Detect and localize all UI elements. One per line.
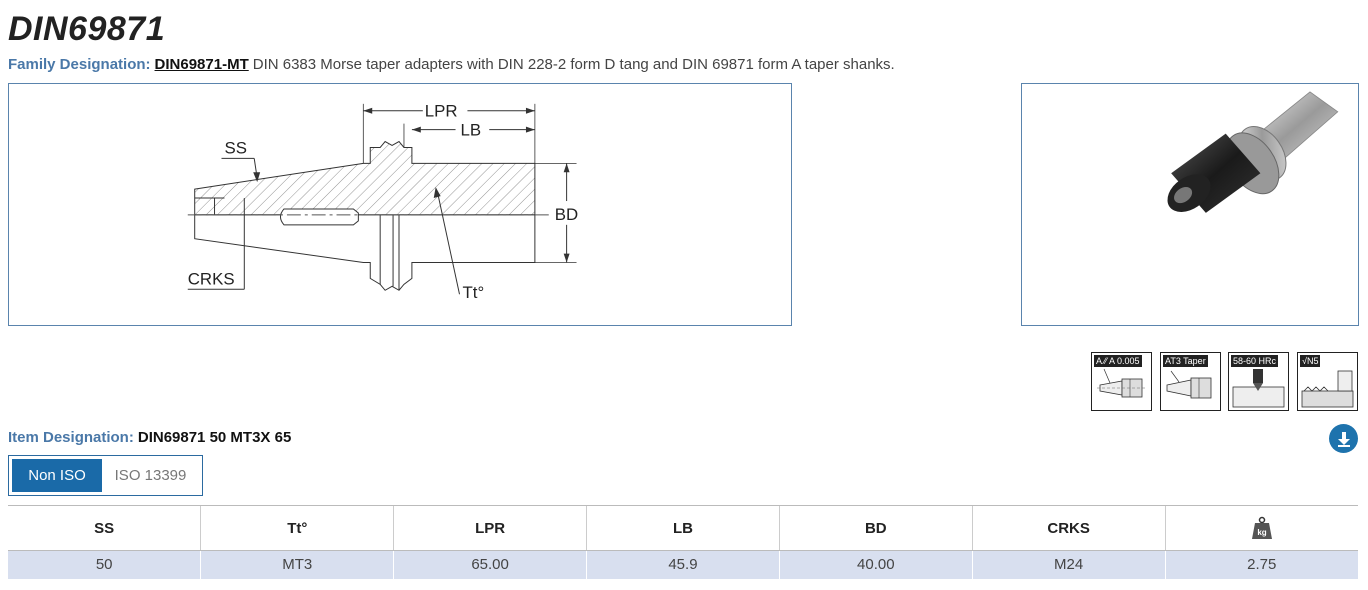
hardness-icon <box>1232 369 1285 408</box>
ss-dim-label: SS <box>224 138 247 157</box>
runout-badge: A ⁄⁄ A 0.005 <box>1091 352 1152 411</box>
technical-drawing: LPR LB BD SS CRKS Tt° <box>8 83 792 326</box>
bd-dim-label: BD <box>555 205 578 224</box>
family-description: DIN 6383 Morse taper adapters with DIN 2… <box>252 56 895 73</box>
download-icon <box>1337 431 1350 447</box>
crks-dim-label: CRKS <box>188 269 235 288</box>
tt-dim-label: Tt° <box>462 283 484 302</box>
tab-non-iso[interactable]: Non ISO <box>12 459 102 492</box>
hardness-badge-header: 58-60 HRc <box>1231 355 1279 367</box>
lb-dim-label: LB <box>460 121 481 140</box>
surface-finish-badge-header: √N5 <box>1300 355 1321 367</box>
taper-badge: AT3 Taper <box>1160 352 1221 411</box>
cell-lb: 45.9 <box>586 550 780 579</box>
runout-badge-header: A ⁄⁄ A 0.005 <box>1094 355 1142 367</box>
col-header-bd: BD <box>778 505 973 551</box>
hardness-badge: 58-60 HRc <box>1228 352 1289 411</box>
cell-weight: 2.75 <box>1164 550 1358 579</box>
item-designation-value: DIN69871 50 MT3X 65 <box>137 429 292 446</box>
standard-tabs: Non ISO ISO 13399 <box>8 455 203 496</box>
family-code-link[interactable]: DIN69871-MT <box>154 56 249 73</box>
runout-icon <box>1097 368 1147 398</box>
taper-icon <box>1166 370 1212 399</box>
family-designation-label: Family Designation: <box>8 56 151 73</box>
col-header-lb: LB <box>586 505 780 551</box>
surface-finish-icon <box>1301 370 1354 408</box>
cell-crks: M24 <box>971 550 1166 579</box>
page-title: DIN69871 <box>8 10 166 48</box>
lpr-dim-label: LPR <box>425 102 458 121</box>
col-header-lpr: LPR <box>393 505 587 551</box>
col-header-tt: Tt° <box>200 505 394 551</box>
product-image <box>1021 83 1359 326</box>
cell-tt: MT3 <box>200 550 394 579</box>
col-header-ss: SS <box>8 505 201 551</box>
item-designation-label: Item Designation: <box>8 429 134 446</box>
surface-finish-badge: √N5 <box>1297 352 1358 411</box>
table-row: 50 MT3 65.00 45.9 40.00 M24 2.75 <box>8 550 1358 579</box>
item-designation: Item Designation:DIN69871 50 MT3X 65 <box>8 429 291 446</box>
tab-iso-13399[interactable]: ISO 13399 <box>114 467 187 484</box>
specs-table: SS Tt° LPR LB BD CRKS kg 50 MT3 65.00 <box>8 505 1358 579</box>
table-header-row: SS Tt° LPR LB BD CRKS kg <box>8 505 1358 551</box>
col-header-weight: kg <box>1164 505 1358 551</box>
svg-text:kg: kg <box>1257 528 1266 537</box>
taper-badge-header: AT3 Taper <box>1163 355 1208 367</box>
download-button[interactable] <box>1329 424 1358 453</box>
cell-ss: 50 <box>8 550 201 579</box>
col-header-crks: CRKS <box>971 505 1166 551</box>
kg-weight-icon: kg <box>1250 516 1274 540</box>
cell-bd: 40.00 <box>778 550 973 579</box>
cell-lpr: 65.00 <box>393 550 587 579</box>
